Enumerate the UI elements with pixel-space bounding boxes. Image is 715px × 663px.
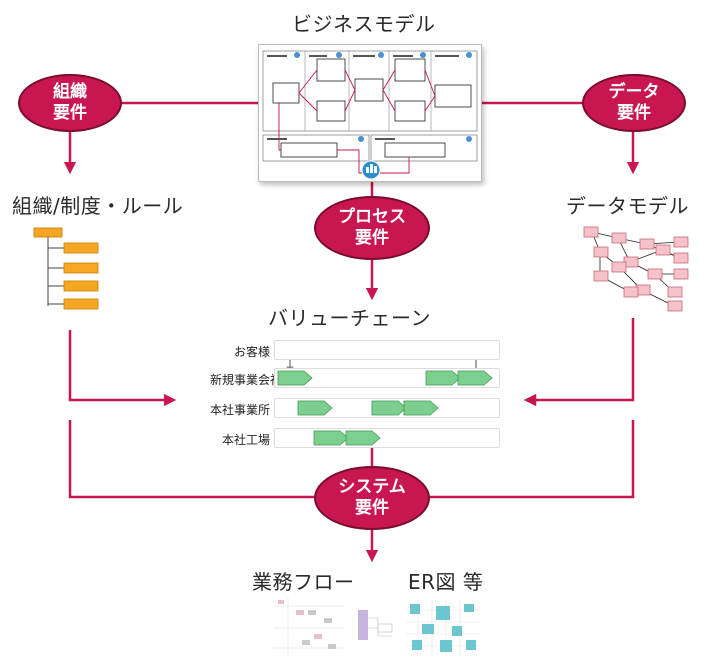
organization-req-line2: 要件: [53, 103, 87, 123]
data-model-diagram: [583, 226, 689, 312]
lane-label-customer: お客様: [233, 345, 270, 359]
chevron-office-2: [371, 400, 407, 416]
lane-label-head-factory: 本社工場: [221, 433, 270, 447]
data-req-line2: 要件: [617, 103, 651, 123]
chevron-office-3: [403, 400, 439, 416]
lane-label-new-business-company: 新規事業会社: [210, 373, 283, 387]
org-rules-title: 組織/制度・ルール: [12, 194, 184, 218]
business-model-canvas-graphic: [262, 50, 478, 180]
process-requirements-oval: プロセス要件: [314, 196, 430, 260]
arrow-org-to-vc: [68, 330, 177, 407]
value-chain-title: バリューチェーン: [268, 306, 431, 330]
process-req-line1: プロセス: [338, 207, 406, 227]
chevron-new-1: [277, 370, 313, 386]
data-requirements-oval: データ要件: [582, 74, 686, 132]
chevron-office-1: [297, 400, 333, 416]
data-model-title: データモデル: [566, 194, 689, 218]
chevron-new-2: [425, 370, 461, 386]
er-diagram-thumbnail: [406, 600, 480, 656]
er-diagram-title: ER図 等: [408, 570, 484, 594]
line-left-to-system: [68, 420, 315, 499]
value-chain-chevrons: [277, 370, 493, 446]
system-requirements-oval: システム要件: [314, 466, 430, 530]
business-flow-title: 業務フロー: [252, 570, 355, 594]
line-right-to-system: [430, 420, 635, 499]
data-req-line1: データ: [608, 82, 660, 102]
business-model-canvas-thumbnail: [258, 44, 482, 182]
chevron-factory-2: [345, 430, 381, 446]
organization-requirements-oval: 組織要件: [18, 74, 122, 132]
lane-customer: [274, 340, 500, 360]
organization-req-line1: 組織: [53, 82, 87, 102]
org-tree-diagram: [33, 227, 99, 310]
business-flow-thumbnail: [274, 598, 344, 656]
chevron-factory-1: [313, 430, 349, 446]
business-flow-small-thumbnail: [358, 610, 393, 640]
system-req-line2: 要件: [355, 498, 389, 518]
business-model-title: ビジネスモデル: [292, 12, 436, 36]
lane-label-head-office: 本社事業所: [210, 403, 271, 417]
process-req-line2: 要件: [355, 228, 389, 248]
arrow-data-to-vc: [523, 318, 635, 407]
chevron-new-3: [457, 370, 493, 386]
system-req-line1: システム: [338, 477, 406, 497]
